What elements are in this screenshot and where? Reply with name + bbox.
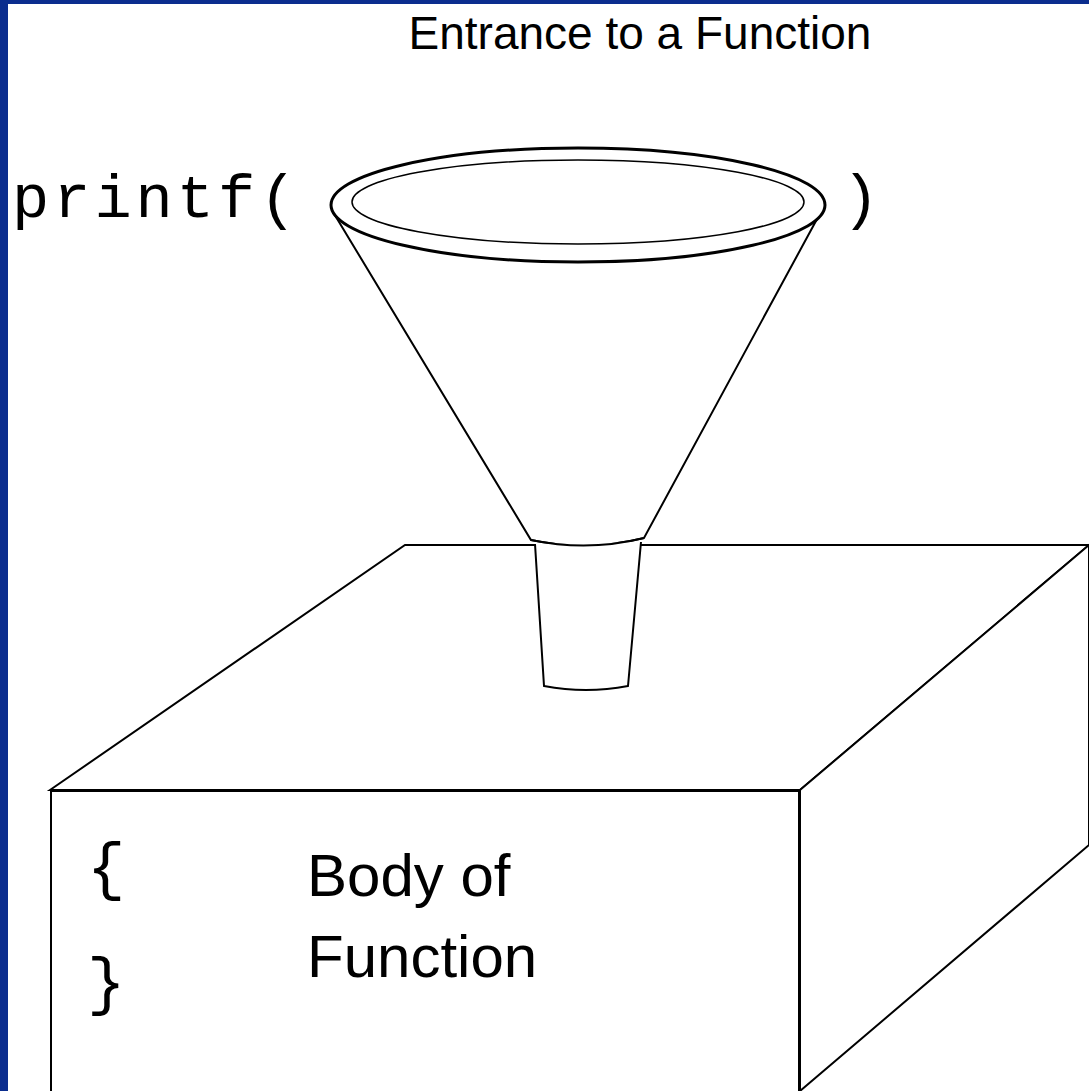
slide-frame	[0, 0, 1089, 4]
code-text: printf(	[12, 170, 300, 232]
slide-frame	[0, 0, 8, 1091]
box-side-face	[800, 545, 1089, 1091]
brace-symbol: }	[87, 954, 125, 1018]
funnel-rim	[331, 148, 825, 262]
funnel-neck	[531, 538, 644, 546]
function-body-box: { Body of Function}	[50, 790, 800, 1091]
box-label: Body of Function	[307, 835, 587, 997]
brace-symbol: {	[87, 839, 125, 903]
funnel-spout	[535, 542, 641, 690]
slide-title: Entrance to a Function	[340, 7, 940, 60]
code-text: )	[842, 170, 883, 232]
funnel-inner-rim	[352, 160, 804, 244]
